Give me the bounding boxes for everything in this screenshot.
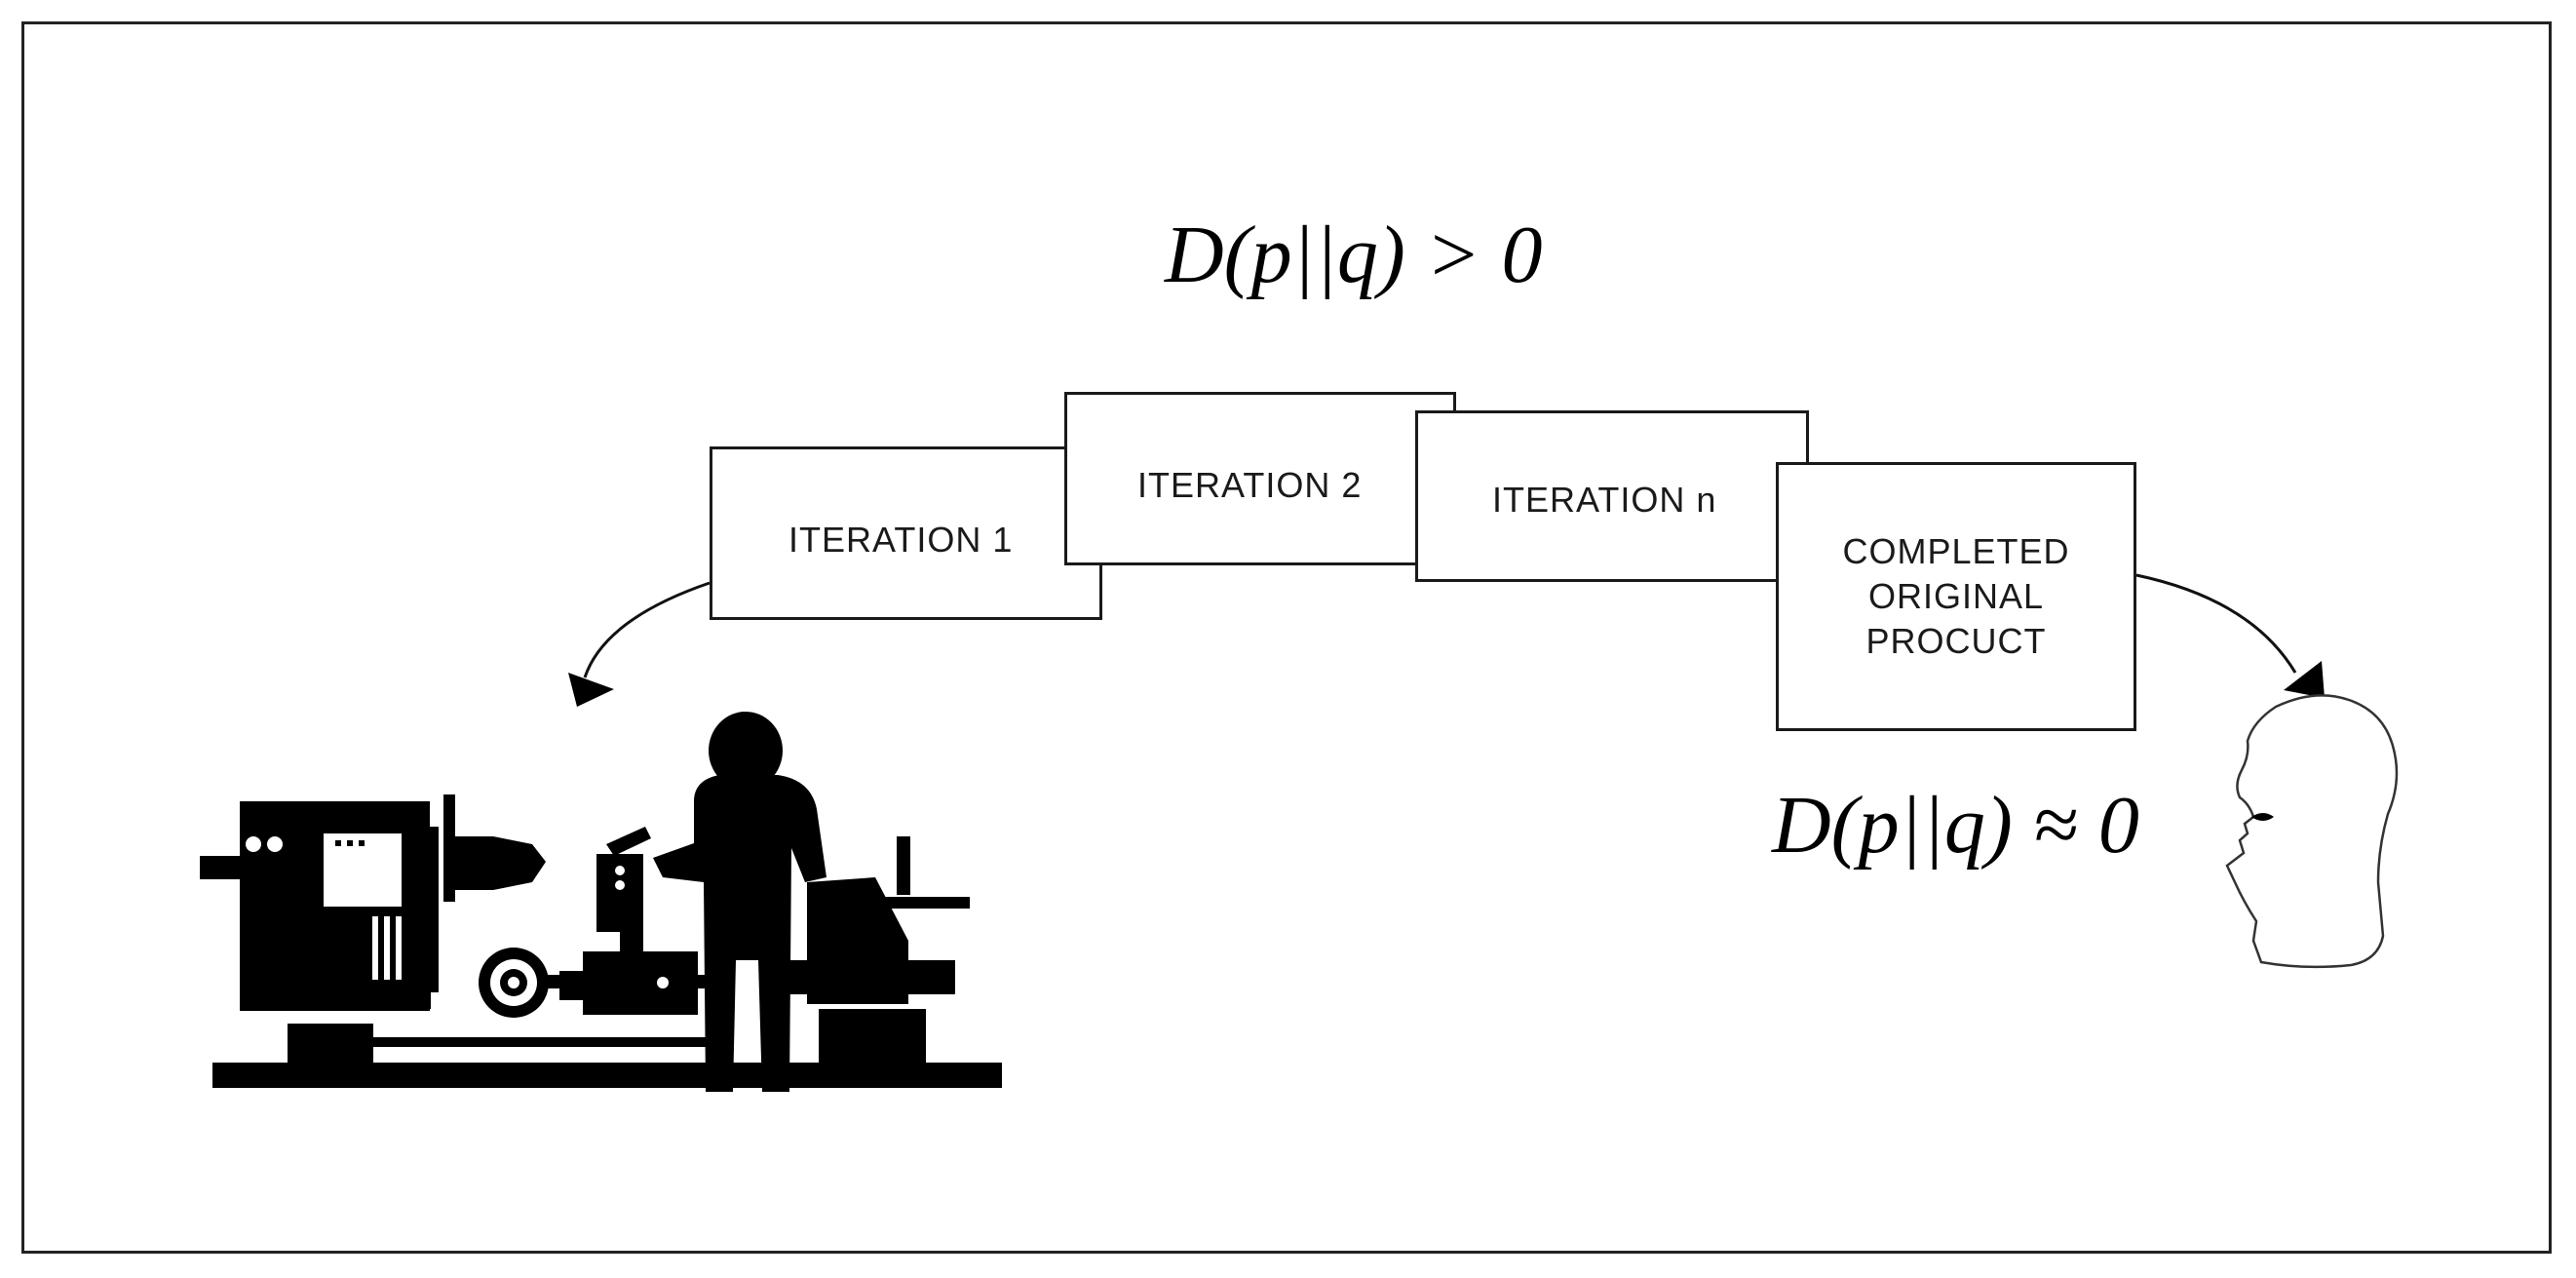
completed-product-box: COMPLETED ORIGINAL PROCUCT [1776,462,2136,731]
human-head-profile-icon [2225,694,2399,969]
completed-product-line-1: COMPLETED [1842,531,2070,571]
iteration-1-box: ITERATION 1 [710,446,1102,620]
lathe-details-dark [335,840,365,846]
eye-icon [2251,813,2274,821]
completed-product-line-3: PROCUCT [1865,621,2047,661]
iteration-n-box: ITERATION n [1415,410,1809,582]
iteration-n-label: ITERATION n [1492,480,1717,520]
divergence-greater-than-zero: D(p||q) > 0 [1165,210,1543,300]
arrow-to-viewer [2135,573,2297,674]
arrow-to-machinist [583,581,711,678]
arrow-to-viewer-head [2284,661,2325,698]
chuck-icon [479,948,549,1018]
iteration-2-label: ITERATION 2 [1137,465,1363,505]
iteration-2-box: ITERATION 2 [1064,392,1456,565]
arrow-to-machinist-head [568,673,614,707]
iteration-1-label: ITERATION 1 [788,520,1014,560]
divergence-approx-zero: D(p||q) ≈ 0 [1772,780,2139,871]
completed-product-line-2: ORIGINAL [1867,576,2045,616]
machinist-at-lathe-icon [200,712,1002,1092]
